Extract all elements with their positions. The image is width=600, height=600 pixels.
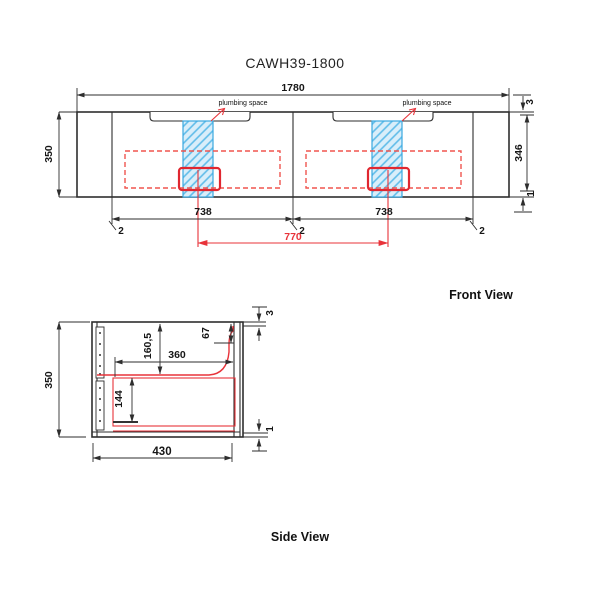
dim-text-738-left: 738 <box>194 206 212 218</box>
side-outline <box>91 321 244 438</box>
front-view-label: Front View <box>449 288 513 302</box>
side-dim-overall-height: 350 <box>43 321 90 438</box>
dim-text-gap-right: 2 <box>479 226 485 237</box>
dim-text-770: 770 <box>284 231 302 243</box>
dim-text-gap-middle: 2 <box>299 226 305 237</box>
dim-text-1-front: 1 <box>526 191 537 197</box>
plumbing-centerlines <box>197 170 389 247</box>
plumbing-label-right: plumbing space <box>401 100 452 122</box>
plumbing-strip-right <box>371 120 403 198</box>
dim-text-350-side: 350 <box>43 371 55 389</box>
dim-text-738-right: 738 <box>375 206 393 218</box>
dim-text-360: 360 <box>168 349 186 361</box>
dim-text-346: 346 <box>513 144 525 162</box>
front-dim-plumbing-centers: 770 <box>197 231 389 246</box>
plumbing-label-left: plumbing space <box>210 100 268 122</box>
plumbing-label-left-text: plumbing space <box>218 100 267 107</box>
front-dim-overall-height: 350 <box>43 111 92 198</box>
drawer-runner-upper <box>95 326 105 379</box>
handle-recess-right <box>332 112 434 122</box>
dim-text-350-front: 350 <box>43 145 55 163</box>
dim-text-160-5: 160,5 <box>142 333 154 359</box>
dim-text-1780: 1780 <box>281 82 305 94</box>
socket-cutout-left <box>177 166 222 192</box>
side-dim-right-stack: 3 1 <box>243 306 276 452</box>
plumbing-label-right-text: plumbing space <box>402 100 451 107</box>
dim-text-3-front: 3 <box>525 99 536 105</box>
cabinet-panel-seams <box>111 112 474 197</box>
dim-text-144: 144 <box>113 390 125 408</box>
front-dim-overall-width: 1780 <box>76 82 510 112</box>
front-dim-right-stack: 3 346 1 <box>509 94 537 213</box>
dim-text-3-side: 3 <box>265 310 276 316</box>
side-dim-drawer-height: 144 <box>113 377 135 423</box>
front-view: 1780 plumbing space plumbing space <box>43 82 537 302</box>
drawer-runner-lower <box>95 380 105 431</box>
drawing-title: CAWH39-1800 <box>245 55 344 71</box>
side-dim-overall-depth: 430 <box>92 443 233 462</box>
dim-text-gap-left: 2 <box>118 226 124 237</box>
drawer-box <box>112 377 236 427</box>
front-dim-drawers: 738 738 2 2 2 <box>108 197 485 237</box>
side-panels <box>92 322 241 437</box>
dim-text-67: 67 <box>200 327 212 339</box>
handle-recess-left <box>149 112 251 122</box>
dim-text-1-side: 1 <box>265 426 276 432</box>
side-dim-back-notch: 67 <box>200 323 234 344</box>
side-view-label: Side View <box>271 530 329 544</box>
dim-text-430: 430 <box>152 446 171 458</box>
side-dim-internal-depth: 360 <box>114 349 234 377</box>
side-dim-top-to-basin: 160,5 <box>142 323 163 375</box>
side-view: 350 160,5 360 67 144 3 1 <box>43 306 329 544</box>
